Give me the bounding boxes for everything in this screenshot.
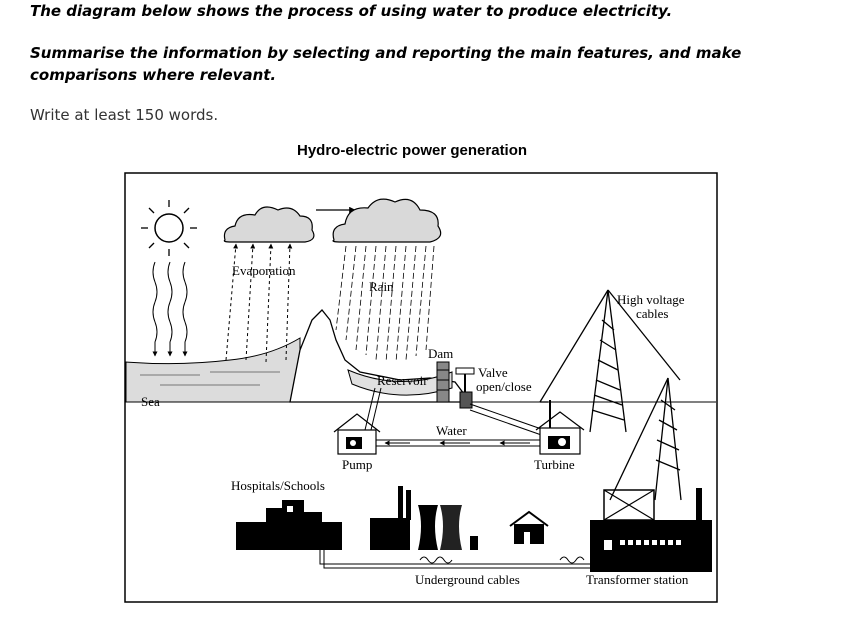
sun-icon — [141, 200, 197, 256]
rain-cloud-icon — [332, 198, 442, 243]
transformer-station-icon — [590, 488, 712, 572]
label-high-voltage: High voltage — [617, 292, 685, 307]
label-turbine: Turbine — [534, 457, 575, 472]
label-valve: Valve — [478, 365, 508, 380]
evaporation-arrows — [225, 243, 293, 363]
mountain — [289, 309, 472, 403]
label-pump: Pump — [342, 457, 372, 472]
label-underground-cables: Underground cables — [415, 572, 520, 587]
pump-house-icon — [333, 413, 381, 455]
label-hospitals-schools: Hospitals/Schools — [231, 478, 325, 493]
sun-rays — [152, 261, 188, 357]
rain — [335, 245, 435, 363]
power-plant-icon — [370, 486, 478, 550]
house-icon — [509, 510, 549, 544]
pylon-large — [539, 289, 681, 433]
dam — [436, 361, 450, 403]
diagram-frame — [124, 172, 718, 603]
label-sea: Sea — [141, 394, 160, 409]
task-summary-instruction: Summarise the information by selecting a… — [30, 44, 742, 84]
hospitals-schools-icon — [236, 500, 342, 550]
label-dam: Dam — [428, 346, 453, 361]
water-pipe — [364, 387, 551, 447]
diagram-title: Hydro-electric power generation — [297, 142, 528, 159]
cloud-icon — [223, 206, 315, 243]
pylon-small — [609, 377, 682, 501]
valve-icon — [455, 367, 475, 409]
turbine-house-icon — [535, 400, 585, 455]
label-water: Water — [436, 423, 467, 438]
label-transformer-station: Transformer station — [586, 572, 689, 587]
label-evaporation: Evaporation — [232, 263, 296, 278]
label-valve-open-close: open/close — [476, 379, 532, 394]
label-cables: cables — [636, 306, 668, 321]
reservoir — [347, 369, 453, 396]
underground-cables — [319, 550, 604, 572]
label-rain: Rain — [369, 279, 394, 294]
word-count-instruction: Write at least 150 words. — [30, 106, 219, 124]
label-reservoir: Reservoir — [377, 373, 428, 388]
task-instruction: The diagram below shows the process of u… — [30, 2, 673, 20]
